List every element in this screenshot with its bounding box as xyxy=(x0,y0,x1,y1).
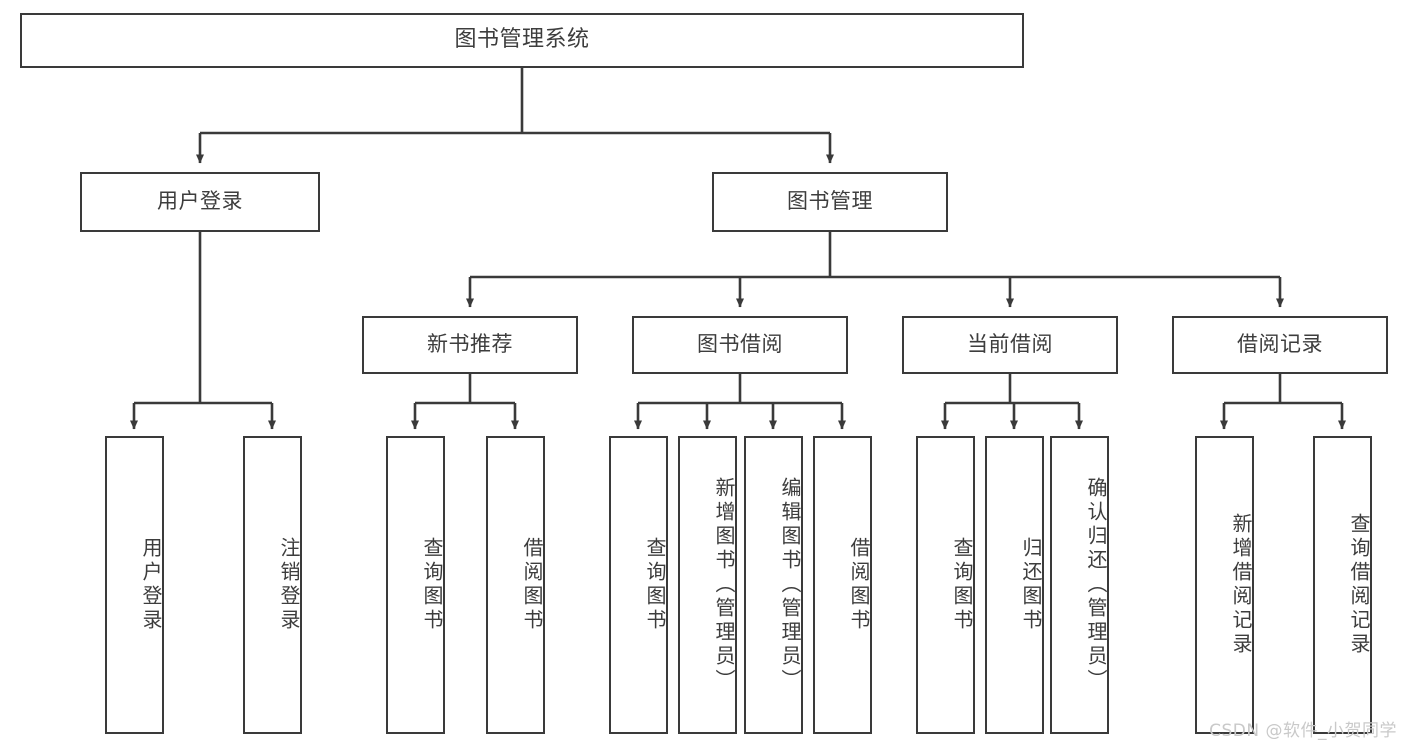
node-leaf-edit-book-label: 编辑图书（管理员） xyxy=(778,477,802,693)
node-leaf-query-book-3[interactable]: 查询图书 xyxy=(916,436,975,734)
node-book-manage[interactable]: 图书管理 xyxy=(712,172,948,232)
node-borrow-record[interactable]: 借阅记录 xyxy=(1172,316,1388,374)
node-borrow-record-label: 借阅记录 xyxy=(1237,332,1323,357)
node-leaf-query-book-1-label: 查询图书 xyxy=(420,537,444,633)
node-root[interactable]: 图书管理系统 xyxy=(20,13,1024,68)
node-leaf-return-book[interactable]: 归还图书 xyxy=(985,436,1044,734)
node-leaf-add-record[interactable]: 新增借阅记录 xyxy=(1195,436,1254,734)
node-user-login[interactable]: 用户登录 xyxy=(80,172,320,232)
node-leaf-user-login-label: 用户登录 xyxy=(139,537,163,633)
node-current-borrow-label: 当前借阅 xyxy=(967,332,1053,357)
node-leaf-query-record[interactable]: 查询借阅记录 xyxy=(1313,436,1372,734)
node-leaf-borrow-book-2-label: 借阅图书 xyxy=(847,537,871,633)
node-leaf-logout[interactable]: 注销登录 xyxy=(243,436,302,734)
node-leaf-logout-label: 注销登录 xyxy=(277,537,301,633)
node-leaf-user-login[interactable]: 用户登录 xyxy=(105,436,164,734)
node-new-book-rec[interactable]: 新书推荐 xyxy=(362,316,578,374)
node-leaf-borrow-book-1-label: 借阅图书 xyxy=(520,537,544,633)
node-leaf-confirm-return[interactable]: 确认归还（管理员） xyxy=(1050,436,1109,734)
node-leaf-query-book-1[interactable]: 查询图书 xyxy=(386,436,445,734)
node-leaf-add-book[interactable]: 新增图书（管理员） xyxy=(678,436,737,734)
node-leaf-edit-book[interactable]: 编辑图书（管理员） xyxy=(744,436,803,734)
node-leaf-borrow-book-1[interactable]: 借阅图书 xyxy=(486,436,545,734)
node-leaf-return-book-label: 归还图书 xyxy=(1019,537,1043,633)
node-root-label: 图书管理系统 xyxy=(454,27,590,53)
node-new-book-rec-label: 新书推荐 xyxy=(427,332,513,357)
node-leaf-borrow-book-2[interactable]: 借阅图书 xyxy=(813,436,872,734)
node-user-login-label: 用户登录 xyxy=(157,189,243,214)
node-leaf-confirm-return-label: 确认归还（管理员） xyxy=(1084,477,1108,693)
node-book-manage-label: 图书管理 xyxy=(787,189,873,214)
node-leaf-query-record-label: 查询借阅记录 xyxy=(1347,513,1371,657)
node-current-borrow[interactable]: 当前借阅 xyxy=(902,316,1118,374)
node-leaf-query-book-3-label: 查询图书 xyxy=(950,537,974,633)
node-leaf-query-book-2[interactable]: 查询图书 xyxy=(609,436,668,734)
node-book-borrow-label: 图书借阅 xyxy=(697,332,783,357)
node-leaf-add-record-label: 新增借阅记录 xyxy=(1229,513,1253,657)
node-book-borrow[interactable]: 图书借阅 xyxy=(632,316,848,374)
node-leaf-query-book-2-label: 查询图书 xyxy=(643,537,667,633)
csdn-watermark: CSDN @软件_小贺同学 xyxy=(1209,721,1397,741)
node-leaf-add-book-label: 新增图书（管理员） xyxy=(712,477,736,693)
